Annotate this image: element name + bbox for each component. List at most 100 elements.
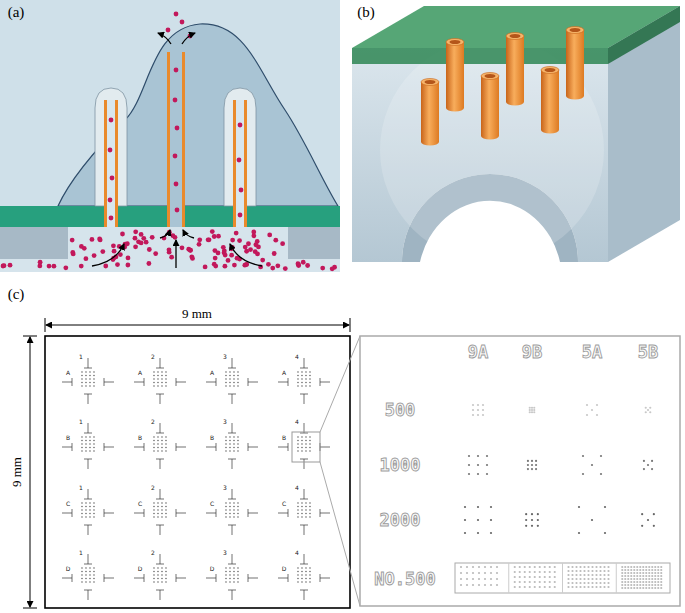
pillar-dot	[537, 513, 539, 515]
pillar-dot	[607, 582, 609, 584]
particle	[243, 245, 248, 250]
pillar-dot	[229, 443, 230, 444]
pillar-dot	[85, 375, 86, 376]
pillar-dot	[161, 378, 162, 379]
pillar-dot	[624, 587, 626, 589]
pillar-dot	[567, 578, 569, 580]
pillar-dot	[301, 436, 302, 437]
pillar-dot	[544, 566, 546, 568]
alignment-mark	[88, 525, 89, 535]
pillar-dot	[309, 378, 310, 379]
pillar-dot	[603, 570, 605, 572]
alignment-mark	[104, 513, 114, 514]
pillar-dot	[529, 566, 531, 568]
pillar-dot	[93, 567, 94, 568]
pillar-dot	[621, 572, 623, 574]
pillar-dot	[233, 516, 234, 517]
pillar-dot	[472, 566, 474, 568]
pillar-dot	[599, 582, 601, 584]
pillar-dot	[225, 385, 226, 386]
alignment-mark	[248, 578, 258, 579]
pillar-dot	[161, 509, 162, 510]
pillar-dot	[482, 414, 484, 416]
pillar-dot	[514, 566, 516, 568]
pillar-dot	[647, 519, 649, 521]
pillar-dot	[514, 581, 516, 583]
alignment-mark	[88, 423, 89, 433]
alignment-mark	[104, 574, 105, 582]
pillar-dot	[466, 578, 468, 580]
pillar-dot	[554, 576, 556, 578]
pillar-dot	[153, 385, 154, 386]
particle	[232, 263, 237, 268]
particle	[108, 148, 113, 153]
pillar-dot	[535, 464, 537, 466]
pillar-dot	[81, 578, 82, 579]
pillar-body	[446, 42, 464, 108]
pillar-dot	[549, 586, 551, 588]
pillar-dot	[309, 436, 310, 437]
pillar-dot	[233, 378, 234, 379]
pillar-wall	[182, 52, 185, 227]
pillar-dot	[643, 460, 645, 462]
array-label: NO.500	[374, 571, 435, 588]
particle	[147, 261, 152, 266]
pillar-dot	[636, 569, 638, 571]
particle	[197, 237, 202, 242]
pillar-dot	[484, 572, 486, 574]
pillars	[421, 27, 584, 146]
pillar-dot	[305, 567, 306, 568]
particle	[167, 247, 172, 252]
alignment-pattern	[278, 489, 330, 535]
particle	[255, 251, 260, 256]
pillar-dot	[567, 570, 569, 572]
alignment-mark	[216, 509, 217, 517]
pillar-bore	[236, 100, 244, 227]
pillar-dot	[89, 574, 90, 575]
pillar-dot	[165, 450, 166, 451]
pillar-dot	[309, 574, 310, 575]
pillar-dot	[645, 578, 647, 580]
pillar-dot	[305, 506, 306, 507]
pillar-dot	[630, 578, 632, 580]
panel-label: (a)	[8, 5, 25, 20]
channel-wall	[0, 227, 68, 259]
pillar-dot	[654, 581, 656, 583]
pillar-dot	[297, 385, 298, 386]
particle	[175, 126, 180, 131]
pillar-dot	[534, 586, 536, 588]
pillar-dot	[591, 464, 593, 466]
pillar-dot	[460, 572, 462, 574]
pillar-dot	[531, 525, 533, 527]
pillar-dot	[229, 567, 230, 568]
pillar-dot	[477, 409, 479, 411]
alignment-mark	[300, 368, 308, 369]
pillar-dot	[229, 513, 230, 514]
pillar-dot	[579, 570, 581, 572]
pillar-dot	[89, 440, 90, 441]
pillar-dot	[157, 509, 158, 510]
alignment-mark	[176, 443, 177, 451]
pillar-dot	[301, 375, 302, 376]
pillar-dot	[657, 575, 659, 577]
pillar-dot	[642, 578, 644, 580]
pillar-dot	[225, 516, 226, 517]
dimension-tick	[23, 336, 37, 337]
pillar-dot	[233, 382, 234, 383]
pillar-dot	[579, 574, 581, 576]
pillar-dot	[621, 587, 623, 589]
alignment-mark	[206, 382, 216, 383]
pillar-dot	[645, 587, 647, 589]
pillar-dot	[519, 566, 521, 568]
pillar-dot	[305, 385, 306, 386]
pillar-dot	[468, 473, 470, 475]
pillar-dot	[225, 443, 226, 444]
pillar-dot	[571, 574, 573, 576]
alignment-mark	[320, 447, 330, 448]
pillar-dot	[305, 578, 306, 579]
alignment-mark	[304, 525, 305, 535]
pillar-dot	[89, 567, 90, 568]
alignment-mark	[304, 358, 305, 368]
side-face	[608, 6, 680, 262]
pillar-dot	[81, 385, 82, 386]
